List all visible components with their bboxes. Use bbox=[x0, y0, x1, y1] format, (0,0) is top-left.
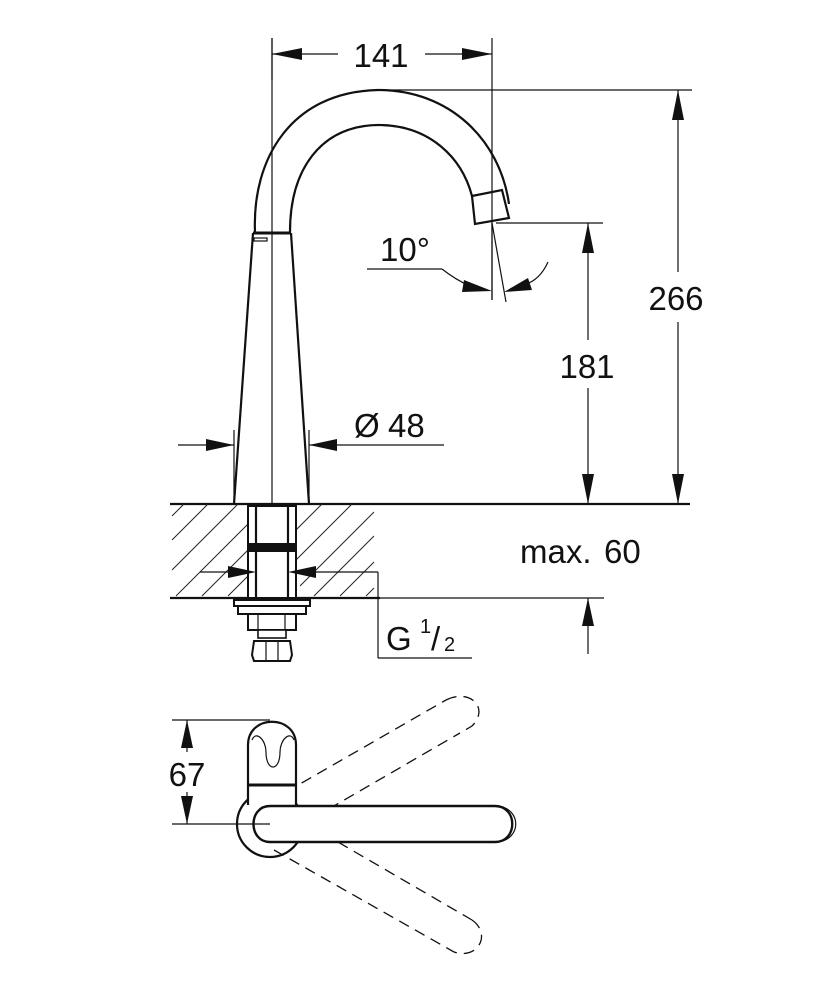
dim-outlet-height: 181 bbox=[496, 222, 615, 504]
spout-outer-contour bbox=[253, 88, 511, 233]
threaded-shank bbox=[247, 505, 297, 599]
dim-total-height: 266 bbox=[378, 89, 704, 504]
body-right-contour bbox=[289, 232, 311, 505]
outlet-height-label: 181 bbox=[559, 348, 614, 385]
thread-denominator: 2 bbox=[444, 634, 455, 656]
thread-prefix: G bbox=[386, 620, 412, 657]
handle-alternate-upper bbox=[281, 695, 480, 837]
thread-numerator: 1 bbox=[420, 616, 431, 638]
total-height-label: 266 bbox=[648, 280, 703, 317]
body-top-plate bbox=[246, 720, 298, 805]
dim-spout-angle: 10° bbox=[367, 222, 549, 303]
spout-aerator bbox=[470, 188, 511, 226]
body-marker bbox=[253, 237, 268, 242]
deck-thickness-prefix: max. bbox=[520, 533, 592, 570]
deck-thickness-label: 60 bbox=[604, 533, 641, 570]
spout-reach-label: 141 bbox=[353, 37, 408, 74]
mounting-hardware bbox=[233, 599, 311, 662]
dim-deck-thickness: max. 60 bbox=[520, 533, 641, 654]
dim-handle-offset: 67 bbox=[160, 719, 270, 825]
base-diameter-symbol: Ø bbox=[354, 407, 380, 444]
dim-spout-reach: 141 bbox=[271, 37, 493, 300]
dim-base-diameter: Ø 48 bbox=[178, 407, 444, 504]
handle-main bbox=[252, 804, 514, 844]
side-elevation-view: 141 266 181 10° bbox=[170, 37, 704, 662]
body-left-contour bbox=[232, 232, 255, 505]
top-view: 67 bbox=[160, 695, 517, 955]
dim-thread: G 1 / 2 bbox=[200, 566, 472, 659]
thread-slash: / bbox=[431, 620, 441, 657]
handle-offset-label: 67 bbox=[169, 756, 206, 793]
spout-angle-label: 10° bbox=[380, 231, 430, 268]
spout-outlet-top bbox=[251, 735, 295, 768]
base-diameter-label: 48 bbox=[388, 407, 425, 444]
deck-section bbox=[170, 502, 690, 600]
spout-inner-contour bbox=[288, 123, 474, 233]
